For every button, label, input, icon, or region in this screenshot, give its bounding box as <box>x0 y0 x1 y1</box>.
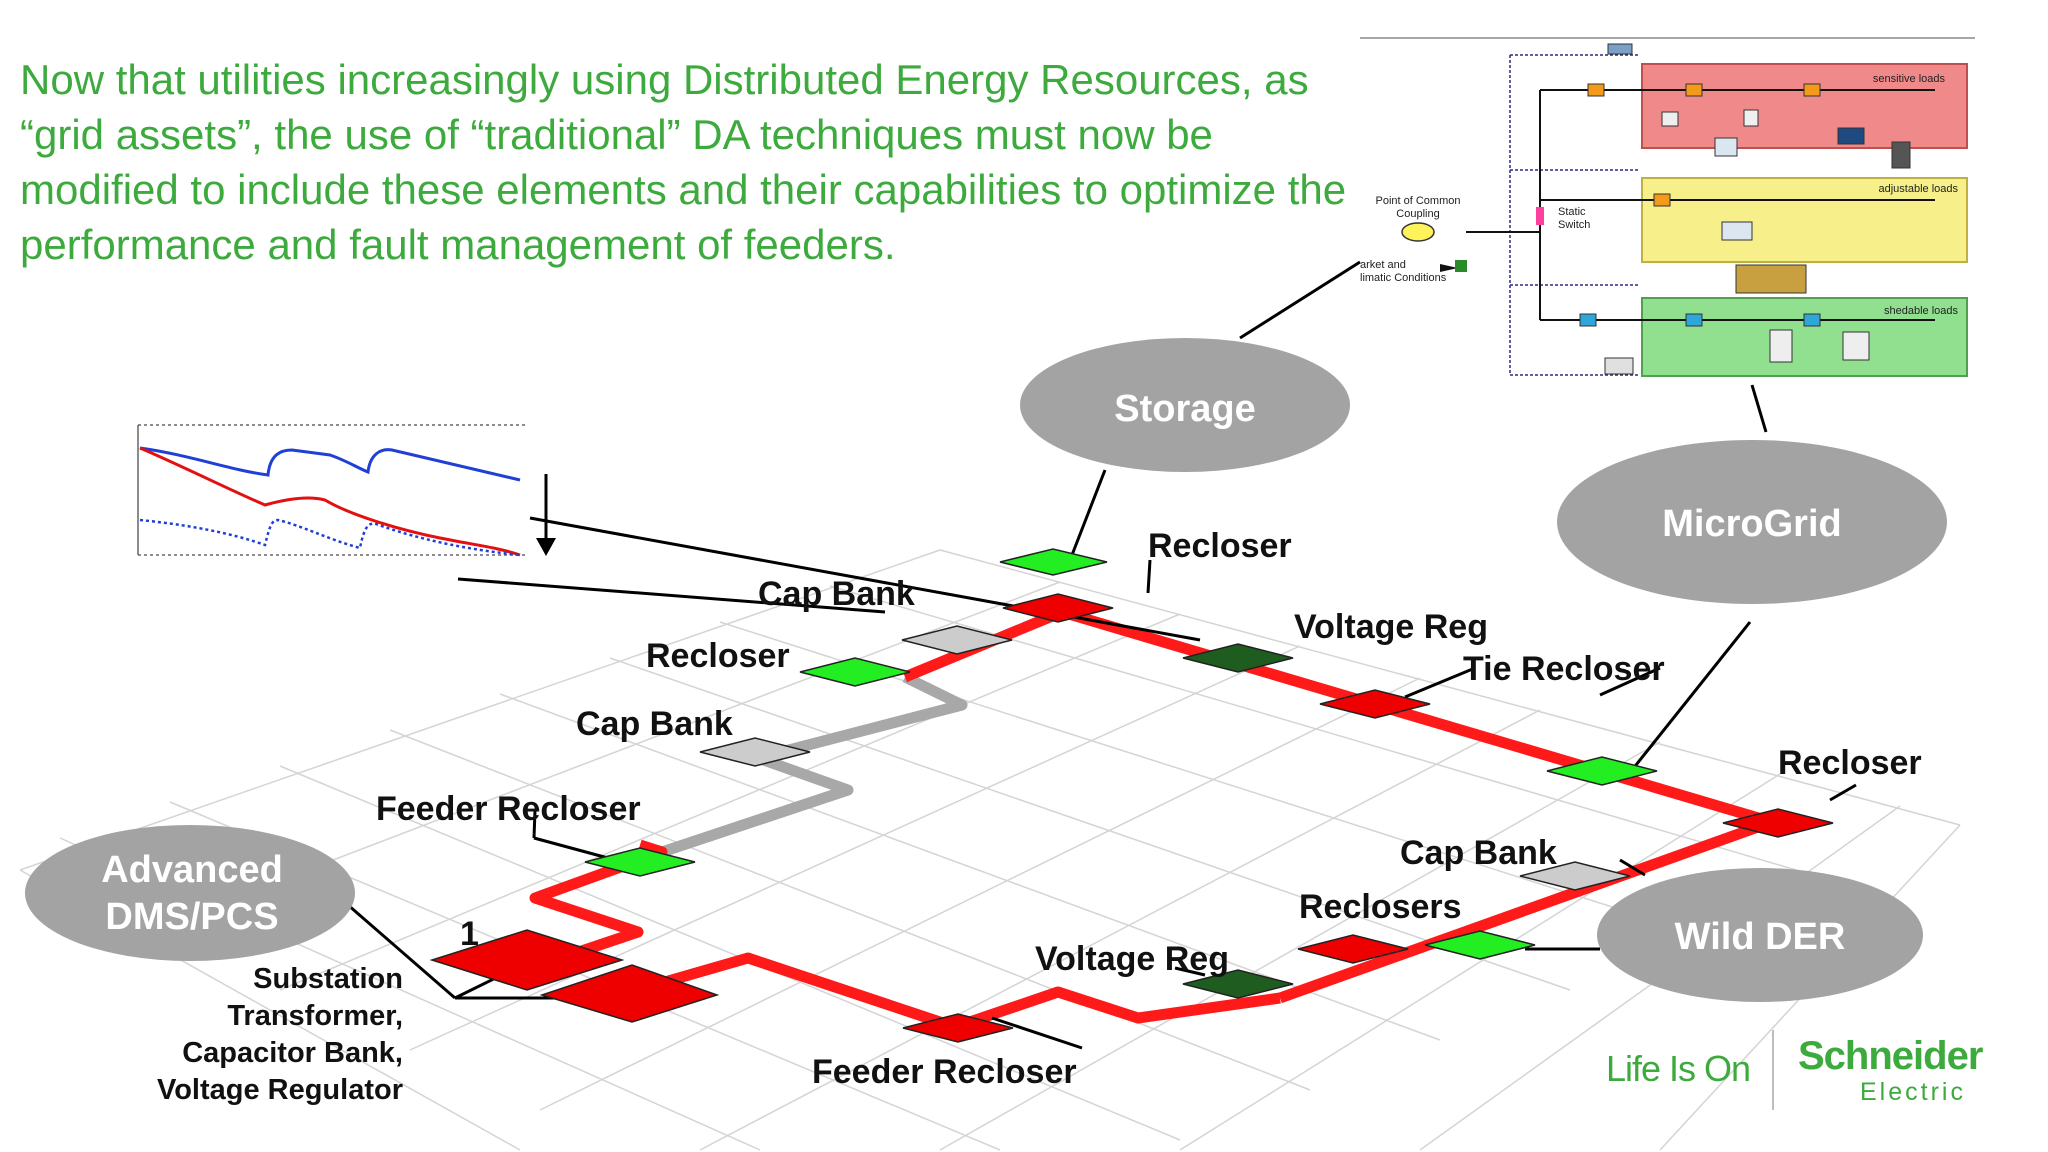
label-voltage-reg-top: Voltage Reg <box>1294 608 1488 646</box>
svg-text:shedable loads: shedable loads <box>1884 305 1959 317</box>
voltage-curve-red <box>139 446 521 557</box>
label-voltage-reg-bottom: Voltage Reg <box>1035 940 1229 978</box>
storage-label: Storage <box>1114 388 1255 430</box>
adjustable-loads-zone <box>1641 177 1968 263</box>
label-marker-one: 1 <box>460 915 479 953</box>
feeder-line-red-bottom <box>628 952 1281 1033</box>
microgrid-label: MicroGrid <box>1662 503 1841 545</box>
microgrid-schematic: sensitive loads adjustable loads shedabl… <box>1360 37 1975 377</box>
svg-text:limatic Conditions: limatic Conditions <box>1360 272 1447 284</box>
recloser-left-green <box>799 657 911 687</box>
svg-text:Static: Static <box>1558 206 1586 218</box>
brand-logo: Life Is On Schneider Electric <box>1606 1030 2026 1110</box>
recloser-top-red <box>1002 593 1114 623</box>
svg-text:Voltage Regulator: Voltage Regulator <box>157 1074 403 1106</box>
recloser-red-reclosers <box>1297 934 1409 964</box>
device-markers <box>429 548 1834 1043</box>
svg-text:Substation: Substation <box>253 963 403 995</box>
cap-bank-mid <box>699 737 811 767</box>
device-labels: Recloser Cap Bank Recloser Cap Bank Feed… <box>376 527 1922 1091</box>
label-feeder-recloser-bottom: Feeder Recloser <box>812 1053 1077 1091</box>
label-cap-bank-right: Cap Bank <box>1400 834 1557 872</box>
voltage-reg-bottom <box>1182 969 1294 999</box>
oval-storage: Storage <box>1020 338 1350 472</box>
dms-label-line1: Advanced <box>101 849 283 891</box>
recloser-top-green <box>999 548 1108 576</box>
voltage-reg-top <box>1182 643 1294 673</box>
label-recloser-right: Recloser <box>1778 744 1922 782</box>
label-recloser-left: Recloser <box>646 637 790 675</box>
feeder-recloser-left-green <box>584 847 696 877</box>
arrow-head <box>536 538 556 556</box>
cap-bank-right <box>1519 861 1631 891</box>
pcc-node <box>1401 222 1435 242</box>
oval-microgrid: MicroGrid <box>1557 440 1947 604</box>
recloser-green-reclosers <box>1424 930 1536 960</box>
oval-wild-der: Wild DER <box>1597 868 1923 1002</box>
label-recloser-top: Recloser <box>1148 527 1292 565</box>
substation-transformer-2 <box>539 964 720 1023</box>
intro-text: Now that utilities increasingly using Di… <box>20 56 1347 268</box>
brand-divider <box>1772 1030 1774 1110</box>
label-cap-bank-mid: Cap Bank <box>576 705 733 743</box>
static-switch <box>1536 207 1544 225</box>
label-cap-bank-top: Cap Bank <box>758 575 915 613</box>
substation-transformer-1 <box>429 929 625 991</box>
brand-name: Schneider <box>1798 1034 1983 1078</box>
label-tie-recloser: Tie Recloser <box>1463 650 1665 688</box>
cap-bank-top <box>901 625 1013 655</box>
voltage-profile-chart <box>137 424 525 557</box>
feeder-line-red-top <box>529 839 668 971</box>
dms-label-line2: DMS/PCS <box>105 896 278 938</box>
recloser-right-red <box>1722 808 1834 838</box>
label-feeder-recloser-left: Feeder Recloser <box>376 790 641 828</box>
feeder-recloser-bottom-red <box>902 1013 1014 1043</box>
svg-text:Capacitor Bank,: Capacitor Bank, <box>182 1037 403 1069</box>
oval-dms: Advanced DMS/PCS <box>25 825 355 961</box>
svg-text:sensitive loads: sensitive loads <box>1873 73 1946 85</box>
svg-text:adjustable loads: adjustable loads <box>1878 183 1958 195</box>
svg-text:Point of Common: Point of Common <box>1376 195 1461 207</box>
svg-text:Coupling: Coupling <box>1396 208 1439 220</box>
microgrid-recloser-green <box>1546 756 1658 786</box>
brand-sub: Electric <box>1860 1078 1966 1106</box>
svg-text:Transformer,: Transformer, <box>227 1000 403 1032</box>
svg-text:arket and: arket and <box>1360 259 1406 271</box>
voltage-curve-blue <box>139 446 521 482</box>
label-reclosers: Reclosers <box>1299 888 1462 926</box>
shedable-loads-zone <box>1641 297 1968 377</box>
voltage-curve-dotted <box>139 518 521 557</box>
sensitive-loads-zone <box>1641 63 1968 149</box>
leader-lines <box>347 260 1857 1050</box>
svg-text:Switch: Switch <box>1558 219 1590 231</box>
brand-tagline: Life Is On <box>1606 1048 1751 1089</box>
wild-der-label: Wild DER <box>1675 916 1846 958</box>
tie-recloser-red <box>1319 689 1431 719</box>
substation-caption: Substation Transformer, Capacitor Bank, … <box>157 963 403 1106</box>
